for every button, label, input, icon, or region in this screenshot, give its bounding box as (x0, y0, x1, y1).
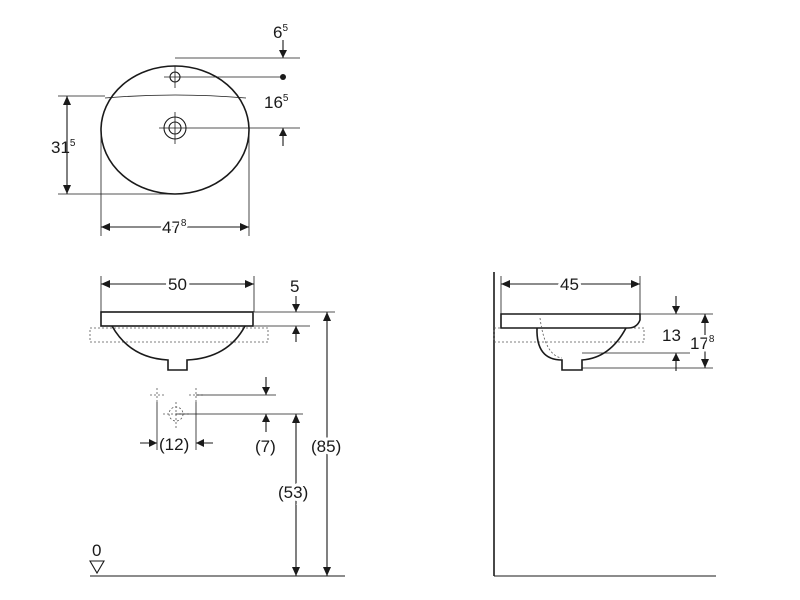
basin-rim-side (500, 313, 641, 329)
depth-label: 315 (51, 138, 76, 157)
tap-hole-offset-label: 65 (273, 23, 288, 42)
basin-rim (100, 311, 254, 327)
total-depth-label: 178 (690, 334, 715, 353)
top-view: 65 165 315 478 (51, 23, 300, 240)
tap-height-label: (7) (255, 437, 276, 456)
tap-level-label: (53) (278, 483, 308, 502)
rim-height-label: (85) (311, 437, 341, 456)
overall-width-label: 50 (168, 275, 187, 294)
floor-level-marker-icon (89, 560, 105, 575)
side-view: 45 13 178 (493, 272, 717, 577)
rim-thickness-label: 5 (290, 277, 299, 296)
basin-bowl (111, 325, 246, 371)
floor-level-label: 0 (92, 541, 101, 560)
countertop-outline (89, 327, 269, 343)
basin-bowl-side (536, 327, 627, 371)
bowl-depth-label: 13 (662, 326, 681, 345)
front-view: 50 5 (12) (7) (89, 272, 345, 577)
tap-hole-icon (164, 66, 186, 88)
countertop-outline-side (493, 327, 645, 343)
waste-offset-label: 165 (264, 93, 289, 112)
tap-spacing-label: (12) (159, 435, 189, 454)
tap-position-icon (150, 388, 203, 428)
overall-depth-label: 45 (560, 275, 579, 294)
basin-inner-rim (104, 94, 247, 99)
width-label: 478 (162, 218, 187, 237)
waste-outlet-icon (159, 112, 191, 144)
